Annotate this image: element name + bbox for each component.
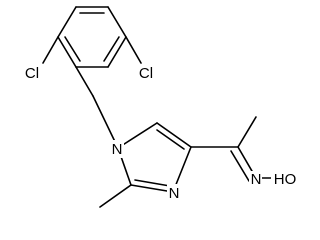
bond-c5-c4-double <box>156 129 185 150</box>
bond-ring-double-b <box>103 36 120 62</box>
chlorine-left-label: Cl <box>25 65 39 82</box>
bond-ring-ch2 <box>75 66 94 97</box>
label-mask-cl-right <box>136 64 156 82</box>
bond-c5-c4 <box>156 122 192 148</box>
bond-c2-methyl <box>99 184 132 208</box>
imidazole-ring <box>117 122 192 193</box>
bond-ch2-n1 <box>92 95 119 149</box>
bond-ring-5 <box>57 36 77 68</box>
chlorine-right-label: Cl <box>139 65 153 82</box>
bond-ring-double-c <box>64 36 81 62</box>
label-mask-n3 <box>167 184 181 202</box>
hydroxyl-label: HO <box>274 171 297 188</box>
bond-ring-2 <box>107 6 127 38</box>
bond-c-cl-left <box>42 36 59 64</box>
label-mask-n1 <box>110 140 124 158</box>
label-mask-cl-left <box>22 64 42 82</box>
bond-ring-3 <box>107 36 127 68</box>
bond-c-cl-right <box>125 36 142 64</box>
benzene-ring <box>57 6 127 68</box>
label-mask-hydroxyl <box>271 170 299 188</box>
bond-n1-c5 <box>117 122 158 149</box>
bond-ring-6 <box>57 6 77 38</box>
nitrogen-1-label: N <box>112 141 123 158</box>
nitrogen-3-label: N <box>169 185 180 202</box>
oxime-nitrogen-label: N <box>251 171 262 188</box>
bond-oxime-c-methyl <box>237 116 257 148</box>
label-mask-oxime-n <box>249 171 262 187</box>
bond-n3-c2-double <box>134 179 171 187</box>
bond-oxime-c-n-double <box>230 150 250 182</box>
chemical-structure-diagram: Cl Cl N N N HO <box>22 6 299 208</box>
bond-n3-c2 <box>130 184 174 193</box>
